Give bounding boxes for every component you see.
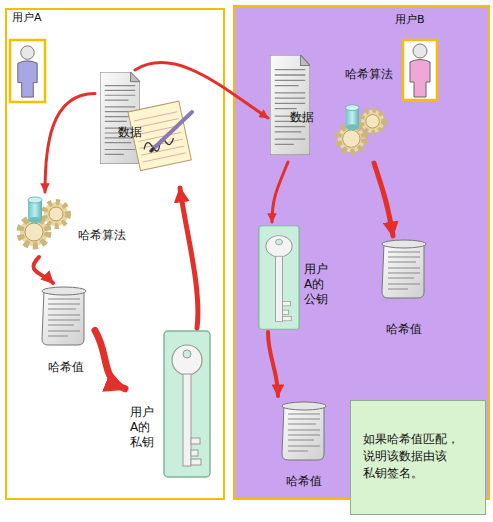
hash-algorithm: 哈希算法 — [15, 192, 135, 257]
hash-value: 哈希值 — [375, 236, 435, 336]
document-figure — [270, 55, 310, 155]
key-figure — [259, 226, 299, 330]
user-panel: 用户B数据哈希算法哈希值用户 A的 公钥哈希值如果哈希值匹配， 说明该数据由该 … — [233, 5, 490, 500]
hash-figure — [382, 240, 426, 298]
user-frame — [10, 40, 45, 102]
flow-arrow — [135, 62, 268, 118]
node-label: 哈希值 — [386, 322, 431, 337]
hash-value: 哈希值 — [35, 283, 95, 378]
pen — [152, 112, 192, 150]
signature-pad — [128, 101, 191, 171]
user-figure — [18, 46, 37, 97]
flow-arrow — [180, 188, 198, 328]
note-box: 如果哈希值匹配， 说明该数据由该 私钥签名。 — [350, 400, 486, 515]
note-text: 如果哈希值匹配， 说明该数据由该 私钥签名。 — [363, 431, 481, 482]
node-label: 数据 — [290, 110, 318, 125]
document-icon: 数据 — [95, 70, 195, 188]
flow-arrow — [268, 332, 278, 396]
node-label: 哈希算法 — [345, 67, 400, 82]
user-panel: 用户A 数据哈希算法哈希值用户 A的 私钥 — [5, 8, 225, 500]
node-label: 哈希值 — [286, 474, 331, 489]
panel-label: 用户A — [12, 10, 72, 25]
flow-arrow — [272, 162, 288, 222]
user-figure — [410, 44, 430, 97]
node-label: 数据 — [118, 125, 158, 140]
hash-figure — [42, 287, 86, 345]
flow-arrow — [95, 331, 125, 389]
hash-figure — [282, 402, 326, 460]
node-label: 用户 A的 公钥 — [304, 262, 334, 307]
node-label: 用户 A的 私钥 — [130, 405, 160, 450]
gear-figure — [338, 105, 384, 152]
document-icon: 数据 — [268, 52, 318, 162]
key-card: 用户 A的 私钥 — [125, 328, 215, 480]
node-label: 哈希算法 — [78, 228, 134, 243]
hash-algorithm: 哈希算法 — [335, 65, 400, 163]
panel-label: 用户B — [395, 12, 455, 27]
flow-arrow — [33, 257, 53, 283]
gear-figure — [20, 197, 68, 246]
key-figure — [164, 331, 210, 477]
hash-value: 哈希值 — [275, 396, 335, 496]
pen-tip — [150, 148, 154, 152]
flow-arrow — [45, 94, 95, 192]
flow-arrow — [374, 163, 393, 236]
node-label: 哈希值 — [48, 360, 93, 375]
key-card: 用户 A的 公钥 — [256, 222, 336, 332]
document-figure — [100, 72, 140, 164]
user-frame — [403, 40, 437, 100]
